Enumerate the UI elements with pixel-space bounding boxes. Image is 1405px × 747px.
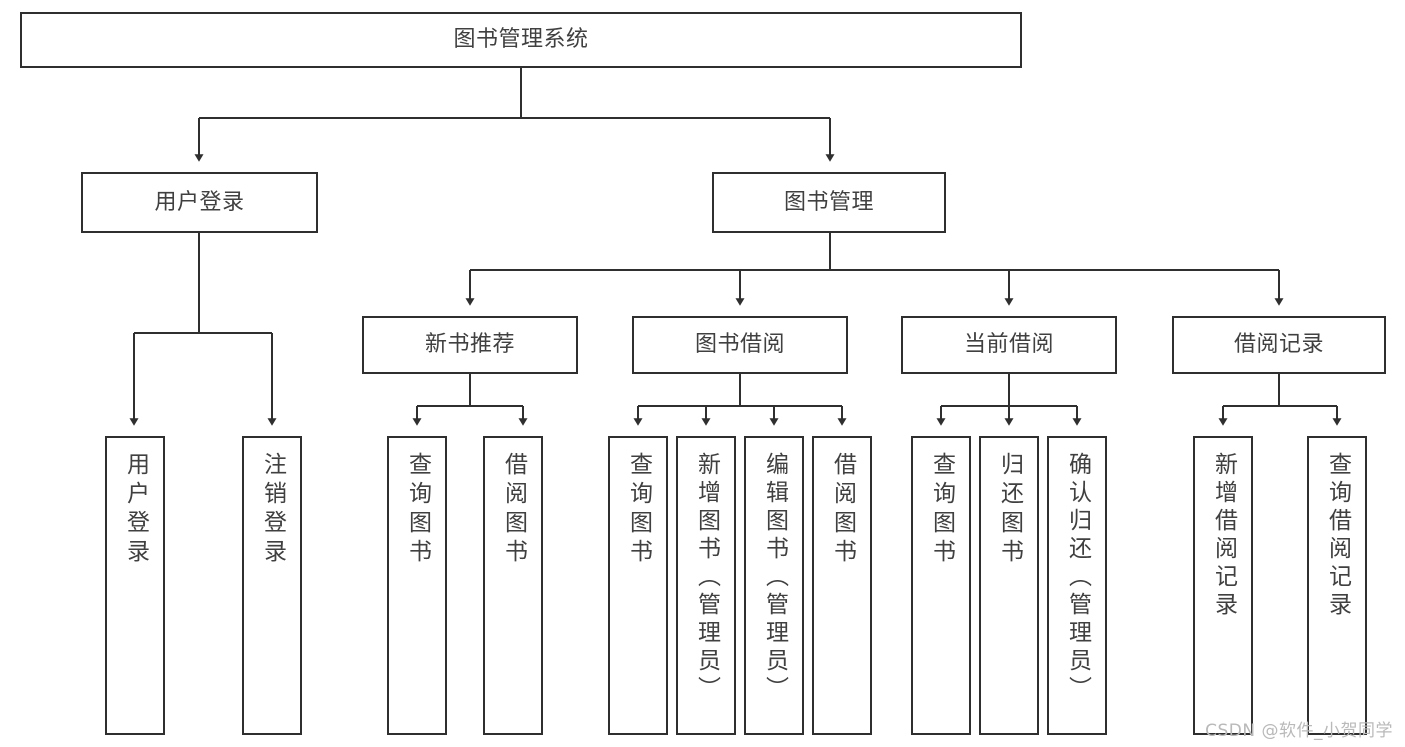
node-book-borrow[interactable]: 图书借阅 [632, 316, 848, 374]
node-label: 借阅图书 [829, 452, 856, 568]
node-label: 编辑图书（管理员） [761, 452, 788, 704]
node-label: 新书推荐 [424, 332, 515, 358]
node-label: 确认归还（管理员） [1064, 452, 1091, 704]
leaf-borrow-book[interactable]: 借阅图书 [812, 436, 872, 735]
node-label: 查询图书 [928, 452, 955, 568]
node-label: 查询图书 [625, 452, 652, 568]
node-label: 借阅记录 [1233, 332, 1324, 358]
leaf-add-book-admin[interactable]: 新增图书（管理员） [676, 436, 736, 735]
node-borrow-record[interactable]: 借阅记录 [1172, 316, 1386, 374]
leaf-user-login[interactable]: 用户登录 [105, 436, 165, 735]
leaf-return-book[interactable]: 归还图书 [979, 436, 1039, 735]
node-label: 查询图书 [404, 452, 431, 568]
node-label: 新增借阅记录 [1210, 452, 1237, 620]
node-label: 图书管理系统 [453, 27, 589, 53]
node-new-book-recommend[interactable]: 新书推荐 [362, 316, 578, 374]
node-label: 用户登录 [122, 452, 149, 568]
node-book-management[interactable]: 图书管理 [712, 172, 946, 233]
leaf-query-book-borrow[interactable]: 查询图书 [608, 436, 668, 735]
node-label: 新增图书（管理员） [693, 452, 720, 704]
node-label: 借阅图书 [500, 452, 527, 568]
leaf-edit-book-admin[interactable]: 编辑图书（管理员） [744, 436, 804, 735]
leaf-add-borrow-record[interactable]: 新增借阅记录 [1193, 436, 1253, 735]
node-current-borrow[interactable]: 当前借阅 [901, 316, 1117, 374]
leaf-query-borrow-record[interactable]: 查询借阅记录 [1307, 436, 1367, 735]
node-label: 图书管理 [783, 189, 874, 215]
node-root-system[interactable]: 图书管理系统 [20, 12, 1022, 68]
node-label: 查询借阅记录 [1324, 452, 1351, 620]
leaf-borrow-book-recommend[interactable]: 借阅图书 [483, 436, 543, 735]
node-label: 当前借阅 [963, 332, 1054, 358]
node-label: 归还图书 [996, 452, 1023, 568]
node-label: 用户登录 [154, 189, 245, 215]
leaf-query-book-recommend[interactable]: 查询图书 [387, 436, 447, 735]
leaf-logout[interactable]: 注销登录 [242, 436, 302, 735]
watermark-text: CSDN @软件_小贺同学 [1205, 721, 1393, 741]
leaf-query-book-current[interactable]: 查询图书 [911, 436, 971, 735]
node-user-login[interactable]: 用户登录 [81, 172, 318, 233]
node-label: 注销登录 [259, 452, 286, 568]
leaf-confirm-return-admin[interactable]: 确认归还（管理员） [1047, 436, 1107, 735]
node-label: 图书借阅 [694, 332, 785, 358]
